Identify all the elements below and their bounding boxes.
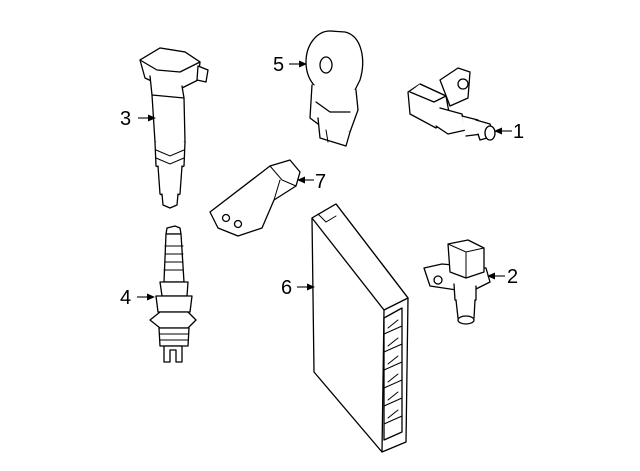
callout-number-3: 3 <box>120 108 131 130</box>
arrow-head-5 <box>299 60 307 68</box>
callout-number-7: 7 <box>315 171 326 193</box>
ignition-coil-icon[interactable] <box>139 47 209 209</box>
callout-7: 7 <box>297 171 326 193</box>
arrow-head-4 <box>147 293 155 301</box>
callout-3: 3 <box>120 108 156 130</box>
knock-sensor-icon[interactable] <box>305 30 364 147</box>
arrow-head-1 <box>494 127 502 135</box>
callout-1: 1 <box>494 121 524 143</box>
callout-number-2: 2 <box>507 266 518 288</box>
camshaft-position-sensor-icon[interactable] <box>407 67 496 141</box>
spark-plug-icon[interactable] <box>149 225 197 363</box>
callout-5: 5 <box>273 54 307 76</box>
callout-2: 2 <box>487 266 518 288</box>
arrow-head-3 <box>148 114 156 122</box>
arrow-head-6 <box>307 283 315 291</box>
callout-number-5: 5 <box>273 54 284 76</box>
engine-control-module-icon[interactable] <box>311 203 409 453</box>
callout-number-6: 6 <box>281 277 292 299</box>
mounting-bracket-icon[interactable] <box>209 159 301 237</box>
callout-4: 4 <box>120 287 155 309</box>
crankshaft-position-sensor-icon[interactable] <box>423 239 491 325</box>
arrow-head-7 <box>297 176 305 184</box>
callout-number-1: 1 <box>513 121 524 143</box>
callout-number-4: 4 <box>120 287 131 309</box>
arrow-head-2 <box>487 272 495 280</box>
callout-6: 6 <box>281 277 315 299</box>
